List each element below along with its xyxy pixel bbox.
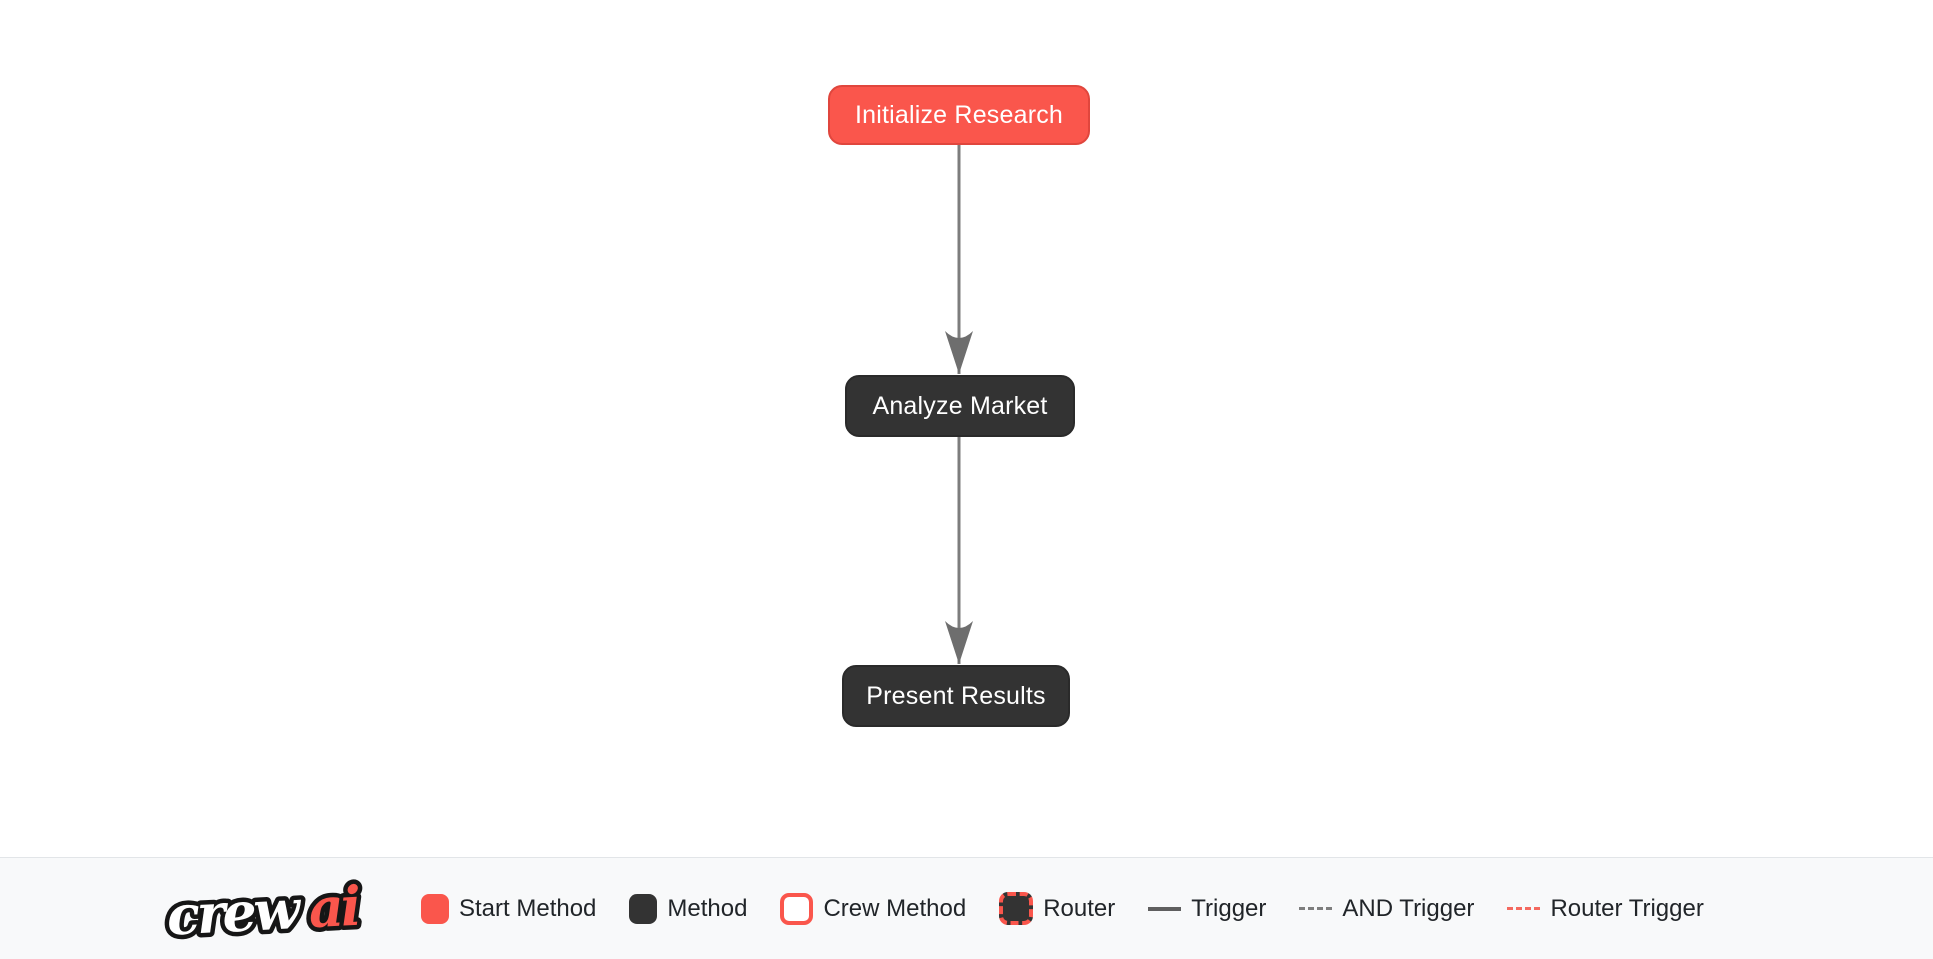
- node-label: Initialize Research: [854, 100, 1064, 129]
- router-trigger-line-icon: [1507, 907, 1541, 910]
- flow-canvas[interactable]: Initialize Research Analyze Market Prese…: [0, 0, 1933, 857]
- legend-item-router: Router: [999, 892, 1115, 925]
- logo-text-ai: ai: [307, 873, 361, 940]
- edge-trigger-2: [945, 437, 973, 664]
- arrow-head-icon: [945, 331, 973, 374]
- legend-item-trigger: Trigger: [1148, 895, 1266, 923]
- crewai-logo: crew ai: [161, 869, 391, 952]
- node-analyze-market[interactable]: Analyze Market: [845, 375, 1075, 437]
- legend-item-method: Method: [629, 893, 748, 924]
- router-swatch-icon: [999, 892, 1034, 925]
- legend-item-and-trigger: AND Trigger: [1299, 895, 1474, 923]
- legend-item-start-method: Start Method: [421, 893, 597, 924]
- legend-item-router-trigger: Router Trigger: [1507, 894, 1704, 923]
- edge-trigger-1: [945, 145, 973, 374]
- legend-label: Crew Method: [823, 894, 967, 922]
- trigger-line-icon: [1148, 906, 1182, 911]
- legend-label: Trigger: [1191, 894, 1267, 922]
- method-swatch-icon: [629, 893, 658, 924]
- legend-label: Router: [1043, 894, 1116, 922]
- legend-item-crew-method: Crew Method: [780, 892, 967, 925]
- start-method-swatch-icon: [421, 893, 449, 924]
- legend-label: Method: [667, 894, 748, 922]
- logo-text-crew: crew: [165, 876, 304, 947]
- crew-method-swatch-icon: [780, 892, 814, 925]
- node-initialize-research[interactable]: Initialize Research: [828, 85, 1090, 145]
- legend-bar: crew ai Start Method Method Crew Method …: [0, 857, 1933, 959]
- legend-label: AND Trigger: [1342, 894, 1475, 922]
- legend-items: Start Method Method Crew Method Router T…: [421, 892, 1704, 925]
- legend-label: Router Trigger: [1550, 894, 1704, 922]
- arrow-head-icon: [945, 621, 973, 664]
- node-label: Present Results: [866, 681, 1046, 710]
- node-present-results[interactable]: Present Results: [842, 665, 1070, 727]
- node-label: Analyze Market: [872, 391, 1048, 420]
- legend-label: Start Method: [459, 894, 597, 922]
- and-trigger-line-icon: [1299, 907, 1333, 910]
